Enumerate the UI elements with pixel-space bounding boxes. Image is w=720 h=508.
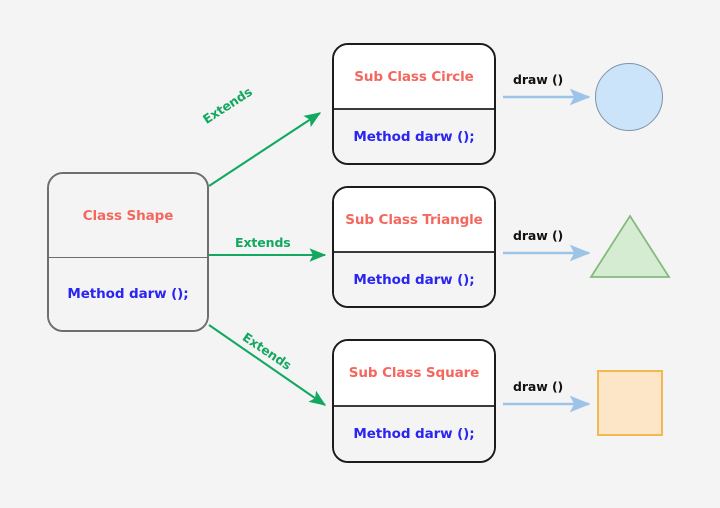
extends-label-square: Extends [239, 329, 295, 373]
result-shape-square [597, 370, 663, 436]
draw-label-square: draw () [513, 379, 564, 394]
subclass-name-label: Sub Class Triangle [345, 211, 483, 228]
subclass-method-label: Method darw (); [353, 271, 475, 288]
class-box-triangle-body: Method darw (); [334, 251, 494, 306]
class-box-square-body: Method darw (); [334, 405, 494, 461]
class-box-circle-body: Method darw (); [334, 108, 494, 163]
extends-arrow-circle [208, 112, 322, 187]
draw-label-triangle: draw () [513, 228, 564, 243]
subclass-name-label: Sub Class Circle [354, 68, 474, 85]
class-box-circle-header: Sub Class Circle [334, 45, 494, 108]
result-shape-triangle [589, 214, 671, 278]
extends-arrow-square [208, 324, 327, 406]
extends-label-triangle: Extends [235, 235, 291, 250]
class-box-shape[interactable]: Class Shape Method darw (); [47, 172, 209, 332]
class-box-shape-header: Class Shape [49, 174, 207, 257]
class-name-label: Class Shape [82, 207, 174, 224]
class-method-label: Method darw (); [67, 286, 189, 302]
subclass-method-label: Method darw (); [353, 426, 475, 442]
class-box-circle[interactable]: Sub Class Circle Method darw (); [332, 43, 496, 165]
draw-label-circle: draw () [513, 72, 564, 87]
class-box-triangle-header: Sub Class Triangle [334, 188, 494, 251]
class-box-triangle[interactable]: Sub Class Triangle Method darw (); [332, 186, 496, 308]
subclass-name-label: Sub Class Square [348, 365, 480, 381]
class-box-square[interactable]: Sub Class Square Method darw (); [332, 339, 496, 463]
subclass-method-label: Method darw (); [353, 128, 475, 145]
result-shape-circle [595, 63, 663, 131]
class-box-shape-body: Method darw (); [49, 257, 207, 330]
class-box-square-header: Sub Class Square [334, 341, 494, 405]
extends-label-circle: Extends [199, 83, 255, 127]
